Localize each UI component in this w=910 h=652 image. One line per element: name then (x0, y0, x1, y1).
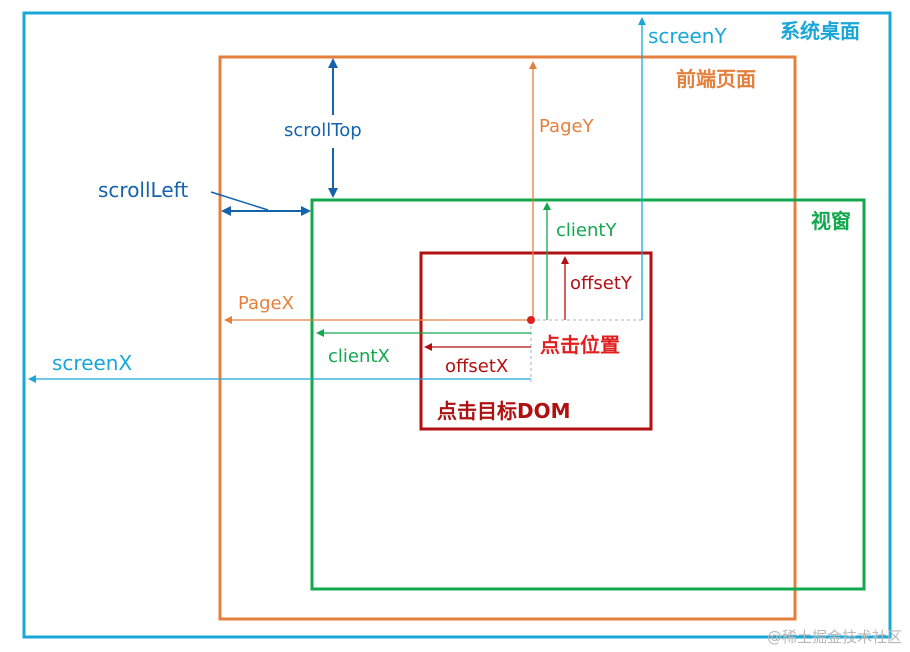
screen-title: 系统桌面 (780, 19, 860, 43)
scrollTop-label: scrollTop (284, 120, 362, 141)
clientY-label: clientY (556, 220, 617, 241)
offsetY-label: offsetY (570, 273, 633, 294)
pageY-label: PageY (539, 116, 595, 137)
viewport-box (310, 198, 866, 591)
page-title: 前端页面 (676, 67, 756, 91)
screen-box (22, 11, 892, 639)
viewport-title: 视窗 (811, 209, 851, 233)
page-box (218, 55, 797, 621)
screenY-label: screenY (648, 24, 727, 48)
screenX-label: screenX (52, 351, 132, 375)
scrollLeft-leader (210, 191, 269, 211)
pageX-label: PageX (238, 293, 294, 314)
watermark: @稀土掘金技术社区 (767, 628, 902, 646)
offsetX-label: offsetX (445, 356, 508, 377)
click-point-dot (527, 316, 535, 324)
scrollLeft-label: scrollLeft (98, 178, 188, 202)
click-point-label: 点击位置 (540, 333, 620, 357)
target-dom-box (419, 251, 653, 431)
target-dom-title: 点击目标DOM (437, 399, 571, 423)
clientX-label: clientX (328, 346, 390, 367)
